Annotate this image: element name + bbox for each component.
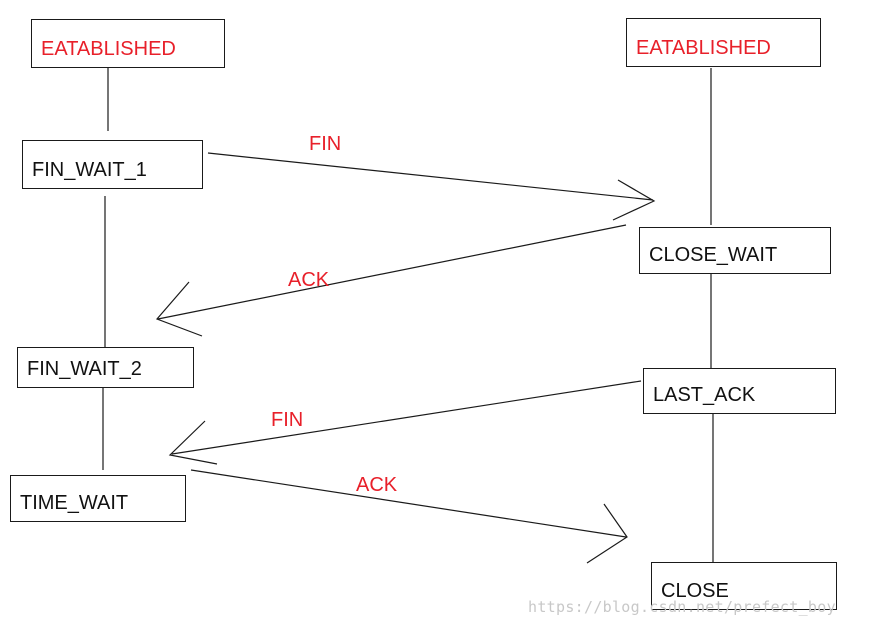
fin-1-arrow-line [207, 152, 654, 201]
client-state-fin-wait-1: FIN_WAIT_1 [22, 140, 203, 189]
server-state-close-wait: CLOSE_WAIT [639, 227, 831, 274]
fin-2-arrow-line [171, 380, 642, 455]
ack-2-arrow-head [586, 503, 628, 564]
server-state-last-ack: LAST_ACK [643, 368, 836, 414]
ack-1-arrow-head [155, 281, 203, 337]
server-state-established: EATABLISHED [626, 18, 821, 67]
client-state-fin-wait-2: FIN_WAIT_2 [17, 347, 194, 388]
ack-2-arrow-line [190, 469, 627, 538]
client-state-time-wait: TIME_WAIT [10, 475, 186, 522]
client-state-established-label: EATABLISHED [41, 38, 176, 60]
client-state-time-wait-label: TIME_WAIT [20, 492, 129, 514]
server-state-established-label: EATABLISHED [636, 37, 771, 59]
client-state-fin-wait-2-label: FIN_WAIT_2 [27, 358, 142, 380]
server-state-last-ack-label: LAST_ACK [653, 384, 756, 406]
message-ack-2-label: ACK [356, 474, 398, 496]
watermark-text: https://blog.csdn.net/prefect_boy [528, 598, 836, 616]
client-state-established: EATABLISHED [31, 19, 225, 68]
client-state-fin-wait-1-label: FIN_WAIT_1 [32, 159, 147, 181]
server-state-close-label: CLOSE [661, 580, 729, 602]
fin-2-arrow-head [168, 420, 218, 465]
server-state-close: CLOSE [651, 562, 837, 610]
fin-1-arrow-head [612, 179, 656, 221]
message-fin-2-label: FIN [271, 409, 304, 431]
server-state-close-wait-label: CLOSE_WAIT [649, 244, 778, 266]
message-fin-1-label: FIN [309, 133, 342, 155]
ack-1-arrow-line [157, 224, 627, 320]
message-ack-1-label: ACK [288, 269, 330, 291]
